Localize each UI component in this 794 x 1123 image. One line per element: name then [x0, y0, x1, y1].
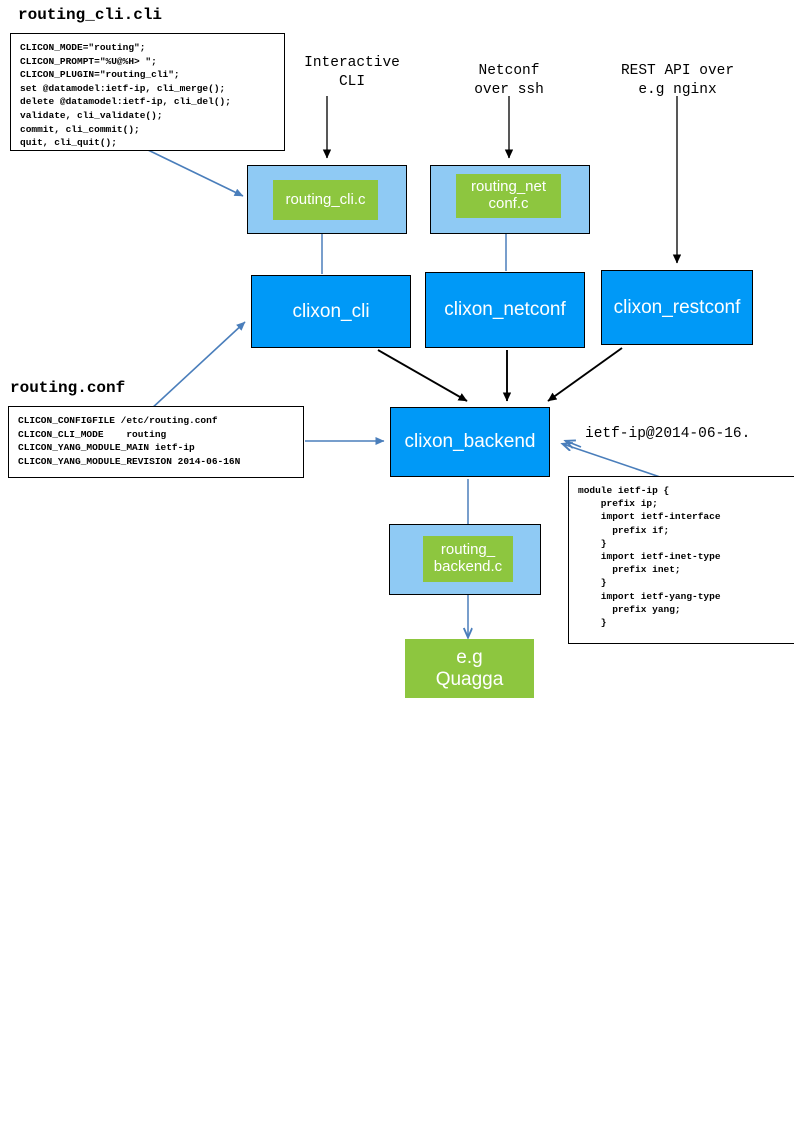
- config-code-box: CLICON_CONFIGFILE /etc/routing.conf CLIC…: [8, 406, 304, 478]
- process-clixon-restconf[interactable]: clixon_restconf: [601, 270, 753, 345]
- plugin-routing-cli-c[interactable]: routing_cli.c: [273, 180, 378, 220]
- edge-yang-to-clixon-backend: [563, 444, 664, 479]
- process-clixon-restconf-label: clixon_restconf: [613, 296, 741, 318]
- cli-spec-code-box: CLICON_MODE="routing"; CLICON_PROMPT="%U…: [10, 33, 285, 151]
- plugin-host-cli[interactable]: routing_cli.c: [247, 165, 407, 234]
- plugin-host-backend[interactable]: routing_backend.c: [389, 524, 541, 595]
- edge-clixon-cli-to-backend: [377, 349, 468, 402]
- process-clixon-backend-label: clixon_backend: [404, 431, 536, 453]
- edge-cli-spec-to-routing-cli-c: [147, 149, 244, 197]
- process-clixon-cli[interactable]: clixon_cli: [251, 275, 411, 348]
- edge-clixon-restconf-to-backend: [547, 347, 623, 402]
- process-clixon-netconf-label: clixon_netconf: [444, 299, 566, 321]
- plugin-routing-backend-c[interactable]: routing_backend.c: [423, 536, 513, 582]
- edge-yang-label-pointer: [566, 441, 582, 447]
- yang-module-title: ietf-ip@2014-06-16.: [585, 426, 751, 442]
- plugin-routing-backend-c-label: routing_backend.c: [433, 541, 503, 575]
- process-clixon-netconf[interactable]: clixon_netconf: [425, 272, 585, 348]
- process-clixon-backend[interactable]: clixon_backend: [390, 407, 550, 477]
- plugin-routing-cli-c-label: routing_cli.c: [285, 190, 366, 208]
- yang-code-box: module ietf-ip { prefix ip; import ietf-…: [568, 476, 794, 644]
- config-title: routing.conf: [10, 379, 126, 397]
- cli-spec-title: routing_cli.cli: [18, 6, 163, 24]
- edge-config-to-clixon-cli: [149, 321, 246, 411]
- process-clixon-cli-label: clixon_cli: [292, 300, 370, 322]
